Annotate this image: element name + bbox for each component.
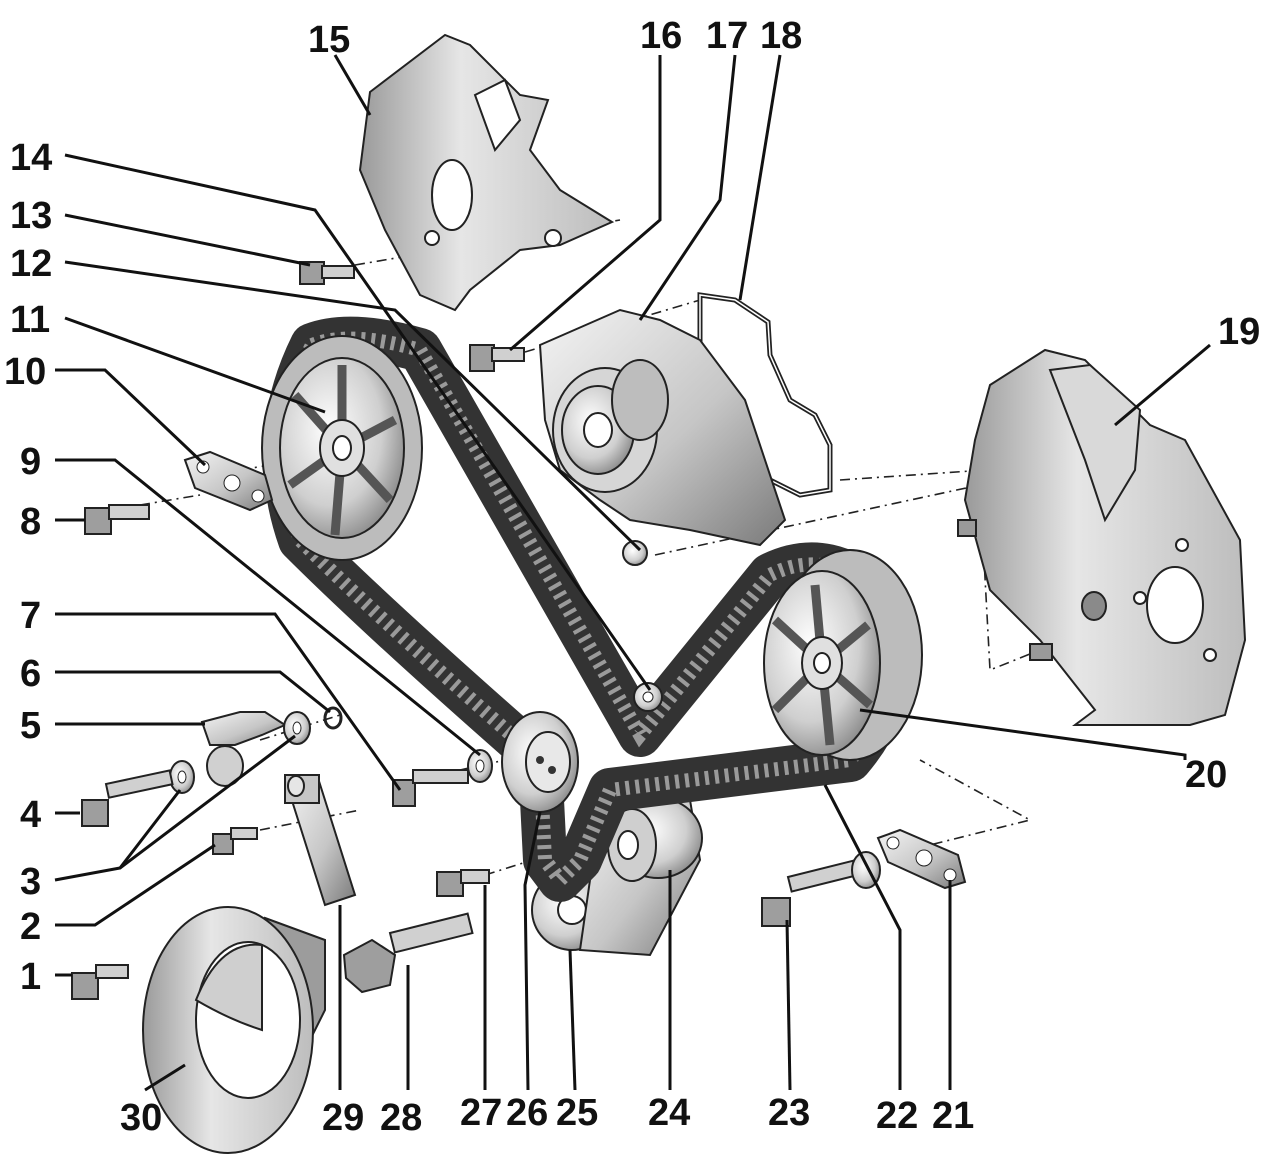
label-7: 7 [20, 595, 41, 637]
bolt-7 [392, 769, 469, 807]
label-28: 28 [380, 1097, 422, 1139]
label-26: 26 [506, 1092, 548, 1134]
ring-6 [323, 706, 343, 730]
label-11: 11 [10, 299, 50, 341]
nut-16 [622, 540, 648, 566]
plate-10 [183, 450, 274, 512]
bolt-13 [299, 261, 355, 285]
washer-9 [467, 749, 493, 783]
label-2: 2 [20, 906, 41, 948]
label-8: 8 [20, 501, 41, 543]
crankshaft-pulley [142, 906, 326, 1154]
label-4: 4 [20, 794, 41, 836]
label-22: 22 [876, 1095, 918, 1137]
label-29: 29 [322, 1097, 364, 1139]
label-30: 30 [120, 1097, 162, 1139]
tensioner-plunger-29 [284, 774, 357, 907]
bolt-16 [469, 344, 525, 372]
plate-21 [876, 828, 967, 890]
water-pump [538, 308, 787, 547]
bolt-27 [436, 869, 490, 897]
label-3: 3 [20, 861, 41, 903]
label-20: 20 [1185, 754, 1227, 796]
assembly-lines [139, 219, 1041, 876]
screw-2 [212, 827, 258, 855]
label-18: 18 [760, 15, 802, 57]
crank-bolt-28 [342, 912, 474, 994]
rear-timing-cover [957, 348, 1247, 726]
label-24: 24 [648, 1092, 690, 1134]
bolt-1 [71, 964, 129, 1000]
label-16: 16 [640, 15, 682, 57]
label-10: 10 [4, 351, 46, 393]
label-1: 1 [20, 956, 41, 998]
label-5: 5 [20, 705, 41, 747]
label-25: 25 [556, 1092, 598, 1134]
label-23: 23 [768, 1092, 810, 1134]
label-21: 21 [932, 1095, 974, 1137]
bracket-5 [200, 711, 288, 787]
label-17: 17 [706, 15, 748, 57]
label-27: 27 [460, 1092, 502, 1134]
injection-pump-sprocket [763, 549, 923, 761]
label-12: 12 [10, 243, 52, 285]
leader-lines [54, 54, 1211, 1092]
upper-timing-cover [358, 33, 615, 312]
label-19: 19 [1218, 311, 1260, 353]
bolt-8 [84, 504, 150, 535]
nut-12 [633, 682, 663, 712]
label-15: 15 [308, 19, 350, 61]
label-14: 14 [10, 137, 52, 179]
washer-3a [169, 760, 195, 794]
idler-roller [501, 711, 579, 813]
bolt-4 [81, 769, 174, 827]
label-6: 6 [20, 653, 41, 695]
label-13: 13 [10, 195, 52, 237]
washer-3b [283, 711, 311, 745]
bolt-23 [761, 851, 881, 927]
label-9: 9 [20, 441, 41, 483]
camshaft-sprocket [261, 335, 423, 561]
part-number-labels: 15 16 17 18 14 13 12 11 10 9 8 7 6 5 4 3… [4, 15, 1260, 1139]
